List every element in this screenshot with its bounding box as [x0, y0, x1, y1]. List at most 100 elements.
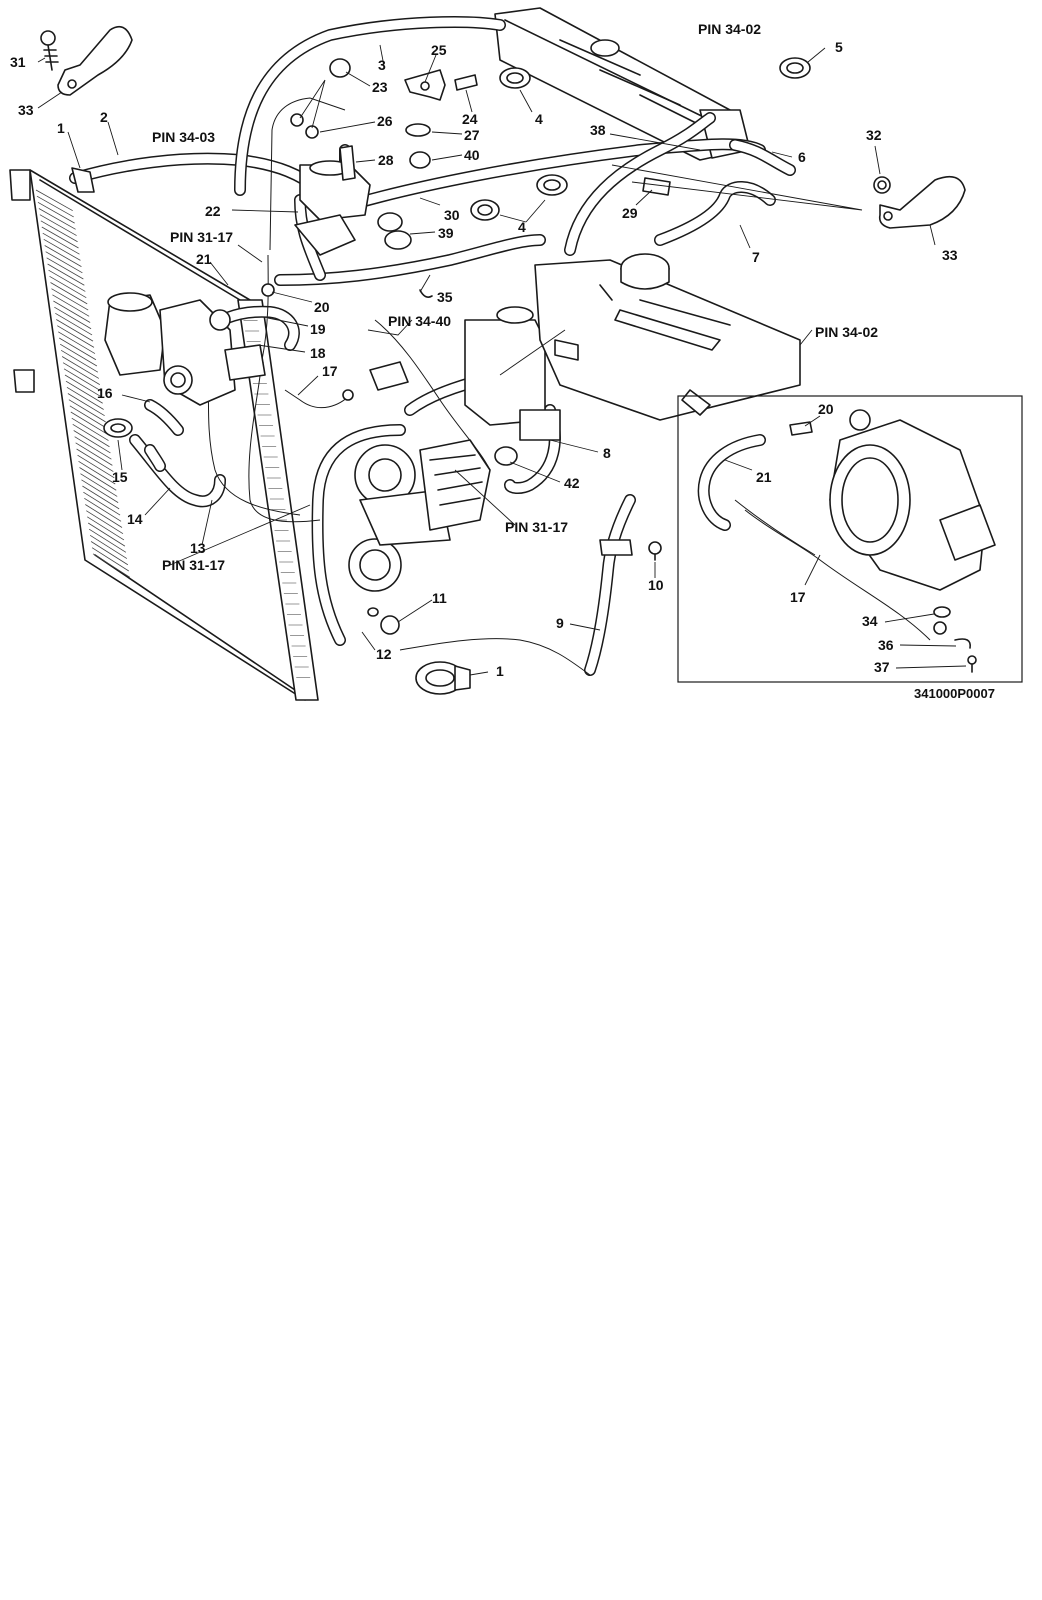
callout-23: 23	[372, 79, 388, 95]
radiator-fin	[52, 294, 90, 317]
radiator-fin	[44, 245, 82, 267]
callout-10: 10	[648, 577, 664, 593]
callout-18: 18	[310, 345, 326, 361]
callout-1-lower: 1	[496, 663, 504, 679]
callout-6: 6	[798, 149, 806, 165]
callout-38: 38	[590, 122, 606, 138]
drawing-code: 341000P0007	[914, 686, 995, 701]
callout-13: 13	[190, 540, 206, 556]
callout-20-inset: 20	[818, 401, 834, 417]
radiator-fin	[49, 275, 87, 299]
callout-12: 12	[376, 646, 392, 662]
radiator-fin	[48, 269, 86, 292]
radiator-fin	[87, 516, 125, 541]
radiator-fin	[81, 479, 119, 503]
callout-21-inset: 21	[756, 469, 772, 485]
callout-30: 30	[444, 207, 460, 223]
radiator-fin	[38, 208, 76, 230]
callout-9: 9	[556, 615, 564, 631]
radiator-fin	[40, 220, 78, 243]
callout-4-second: 4	[518, 219, 526, 235]
radiator-fin	[77, 454, 115, 479]
callout-34: 34	[862, 613, 878, 629]
radiator-fin	[89, 534, 128, 559]
radiator	[9, 169, 319, 701]
radiator-fin	[82, 485, 120, 510]
radiator-fin	[46, 257, 84, 280]
callout-26: 26	[377, 113, 393, 129]
radiator-fin	[59, 343, 98, 367]
radiator-fin	[70, 411, 108, 435]
callout-4: 4	[535, 111, 543, 127]
callout-8: 8	[603, 445, 611, 461]
inset-detail	[677, 395, 1023, 683]
radiator-fin	[74, 436, 112, 460]
callout-42: 42	[564, 475, 580, 491]
radiator-fin	[43, 238, 81, 261]
radiator-fin	[75, 442, 113, 466]
radiator-fin	[80, 473, 118, 497]
radiator-fin	[37, 201, 75, 224]
callout-3: 3	[378, 57, 386, 73]
callout-19: 19	[310, 321, 326, 337]
callout-27: 27	[464, 127, 480, 143]
callout-20: 20	[314, 299, 330, 315]
radiator-fin	[73, 430, 111, 454]
radiator-fin	[47, 263, 85, 286]
radiator-fin	[57, 325, 95, 348]
ref-pin-31-17-right: PIN 31-17	[505, 519, 568, 535]
radiator-fins	[35, 189, 130, 578]
radiator-fin	[88, 528, 127, 553]
radiator-fin	[68, 399, 106, 423]
radiator-fin	[85, 504, 123, 528]
callout-22: 22	[205, 203, 221, 219]
radiator-fin	[51, 288, 89, 311]
radiator-fin	[58, 337, 97, 361]
radiator-fin	[79, 467, 117, 491]
callout-32: 32	[866, 127, 882, 143]
radiator-fin	[63, 368, 101, 392]
radiator-fin	[50, 282, 88, 305]
radiator-fin	[90, 541, 129, 566]
ref-pin-34-40: PIN 34-40	[388, 313, 451, 329]
radiator-fin	[42, 232, 80, 255]
callout-35: 35	[437, 289, 453, 305]
callout-37: 37	[874, 659, 890, 675]
ref-pin-31-17-lower: PIN 31-17	[162, 557, 225, 573]
callout-17: 17	[322, 363, 338, 379]
radiator-fin	[87, 522, 126, 547]
callout-5: 5	[835, 39, 843, 55]
callout-33: 33	[18, 102, 34, 118]
callout-25: 25	[431, 42, 447, 58]
pipe-bracket	[599, 539, 662, 561]
radiator-fin	[78, 460, 116, 485]
radiator-fin	[62, 362, 100, 385]
ref-pin-34-02-upper: PIN 34-02	[698, 21, 761, 37]
radiator-fin	[36, 195, 74, 218]
callout-7: 7	[752, 249, 760, 265]
leader-lines	[37, 44, 967, 676]
callout-40: 40	[464, 147, 480, 163]
callout-16: 16	[97, 385, 113, 401]
radiator-fin	[58, 331, 96, 354]
small-parts	[40, 25, 966, 695]
callout-2: 2	[100, 109, 108, 125]
radiator-fin	[65, 380, 103, 404]
callout-labels: 31 33 1 2 3 25 23 24 4 26 27 28 40 5 38 …	[10, 21, 995, 701]
radiator-fin	[41, 226, 79, 249]
callout-21: 21	[196, 251, 212, 267]
radiator-fin	[71, 417, 109, 441]
callout-11: 11	[432, 590, 447, 606]
radiator-fin	[72, 423, 110, 448]
callout-39: 39	[438, 225, 454, 241]
radiator-fin	[35, 189, 73, 212]
callout-33-right: 33	[942, 247, 958, 263]
radiator-fin	[83, 491, 121, 516]
radiator-fin	[86, 510, 124, 535]
ref-pin-34-02-tank: PIN 34-02	[815, 324, 878, 340]
radiator-fin	[84, 497, 122, 522]
callout-17-inset: 17	[790, 589, 806, 605]
callout-1: 1	[57, 120, 65, 136]
radiator-fin	[53, 300, 91, 323]
callout-24: 24	[462, 111, 478, 127]
